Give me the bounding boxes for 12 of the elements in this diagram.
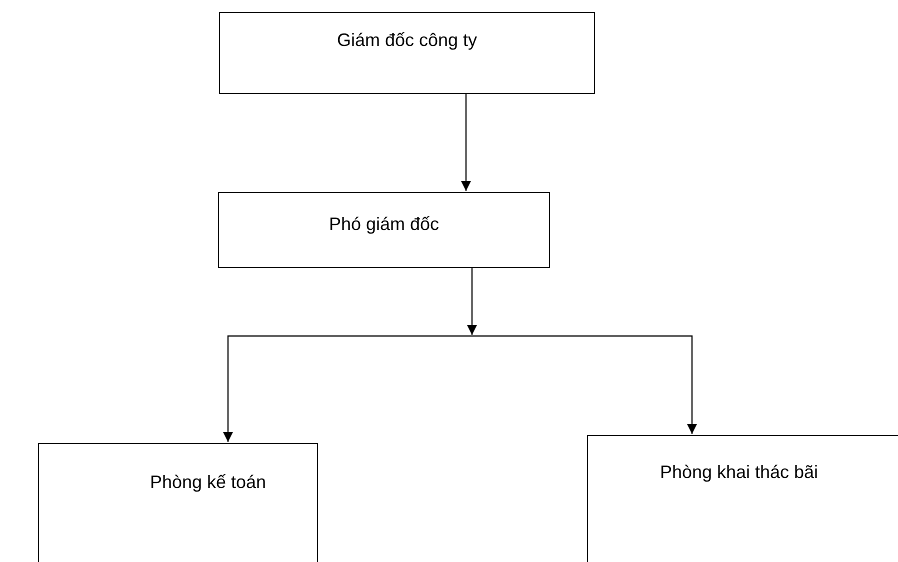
org-box [219,12,595,94]
org-box [38,443,318,562]
connector-arrow [461,94,471,191]
box-label: Giám đốc công ty [336,30,478,52]
box-label: Phòng kế toán [150,472,266,494]
box-label: Phòng khai thác bãi [660,462,818,484]
org-box [218,192,550,268]
connector-arrow [467,268,477,335]
connector-arrow [472,335,697,434]
connector-arrow [223,335,472,442]
box-label: Phó giám đốc [328,214,440,236]
org-box [587,435,898,562]
